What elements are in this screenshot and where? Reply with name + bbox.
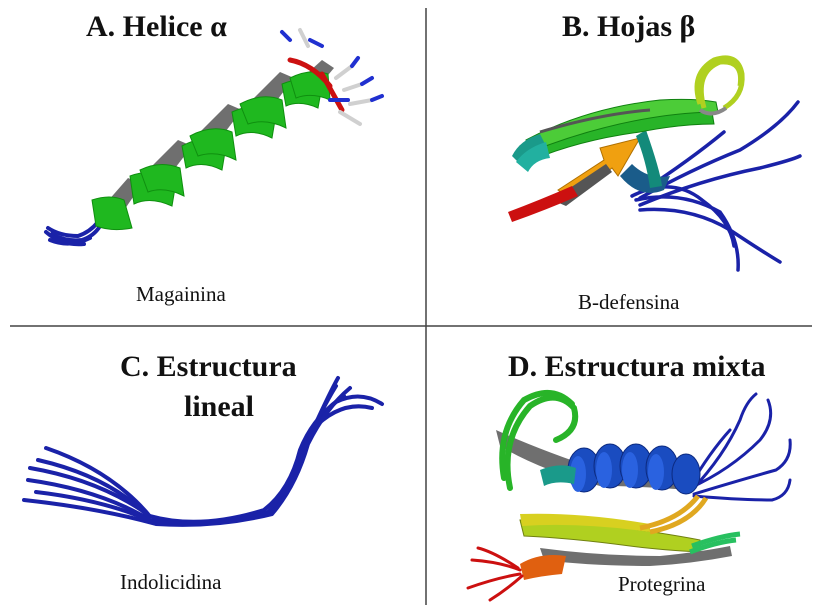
helix-structure-a bbox=[46, 30, 382, 244]
panel-a-caption: Magainina bbox=[136, 284, 226, 305]
panel-c-title-line2: lineal bbox=[184, 392, 254, 422]
beta-sheet-structure-b bbox=[508, 58, 800, 270]
panel-d-caption: Protegrina bbox=[618, 574, 705, 595]
panel-a-title: A. Helice α bbox=[86, 12, 227, 42]
mixed-structure-d bbox=[468, 393, 790, 600]
panel-c-title-line1: C. Estructura bbox=[120, 352, 297, 382]
panel-d-title: D. Estructura mixta bbox=[508, 352, 765, 382]
panel-c-caption: Indolicidina bbox=[120, 572, 221, 593]
panel-b-caption: B-defensina bbox=[578, 292, 679, 313]
panel-b-title: B. Hojas β bbox=[562, 12, 695, 42]
